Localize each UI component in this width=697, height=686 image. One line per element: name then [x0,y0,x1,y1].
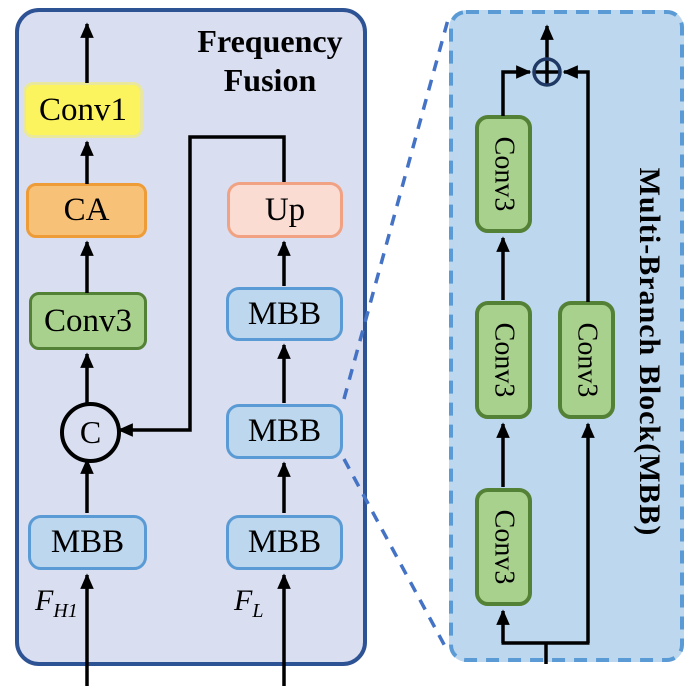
channel-attention-block: CA [26,183,147,238]
mbb-panel-title: Multi-Branch Block(MBB) [633,167,666,537]
input-label-fh1: FH1 [35,584,78,623]
mbb-block-low-3: MBB [226,515,343,570]
mbb-label: MBB [247,413,322,449]
fl-subscript: L [252,600,264,622]
fl-base: F [234,584,253,617]
title-line-1: Frequency [197,23,343,59]
ca-label: CA [63,192,110,228]
fh1-base: F [35,584,54,617]
conv1-label: Conv1 [38,91,127,128]
conv3-label: Conv3 [43,302,132,339]
mbb-label: MBB [50,524,125,560]
conv3-label: Conv3 [488,509,520,585]
mbb-conv3-side: Conv3 [558,301,615,419]
conv3-label: Conv3 [488,136,520,212]
mbb-conv3-top: Conv3 [475,115,532,233]
fh1-subscript: H1 [53,600,78,622]
conv1-block: Conv1 [23,82,143,138]
upsample-block: Up [227,182,343,238]
conv3-label: Conv3 [488,322,520,398]
mbb-block-low-2: MBB [226,404,343,459]
mbb-conv3-bottom: Conv3 [475,488,532,606]
mbb-label: MBB [247,524,322,560]
input-label-fl: FL [234,584,263,623]
up-label: Up [264,191,306,228]
mbb-label: MBB [247,295,322,332]
mbb-block-high: MBB [28,515,147,570]
frequency-fusion-title: Frequency Fusion [186,22,354,100]
title-line-2: Fusion [223,62,317,98]
mbb-conv3-mid: Conv3 [475,301,532,419]
concat-node: C [60,402,121,463]
mbb-block-low-1: MBB [226,287,343,341]
concat-label: C [79,414,102,450]
conv3-label: Conv3 [571,322,603,398]
conv3-block: Conv3 [29,292,147,350]
